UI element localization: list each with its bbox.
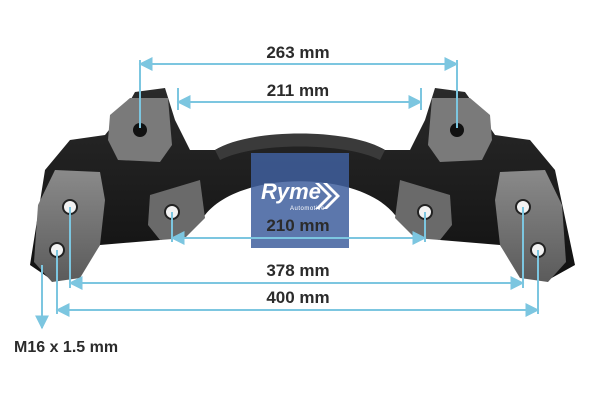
label-211: 211 mm <box>267 81 329 100</box>
logo-wordmark: Ryme <box>261 179 321 204</box>
label-210: 210 mm <box>266 216 329 235</box>
brake-carrier-bracket <box>30 88 575 282</box>
label-378: 378 mm <box>266 261 329 280</box>
dimension-lines <box>35 57 540 330</box>
right-foot-face <box>495 170 566 282</box>
bridge-top <box>215 133 385 160</box>
label-263: 263 mm <box>266 43 329 62</box>
label-400: 400 mm <box>266 288 329 307</box>
left-mount-hole <box>133 123 147 137</box>
dimension-labels: 263 mm 211 mm 210 mm 378 mm 400 mm M16 x… <box>14 43 330 356</box>
right-mount-hole <box>450 123 464 137</box>
logo-tagline: Automotive <box>290 206 325 212</box>
label-thread: M16 x 1.5 mm <box>14 339 118 356</box>
